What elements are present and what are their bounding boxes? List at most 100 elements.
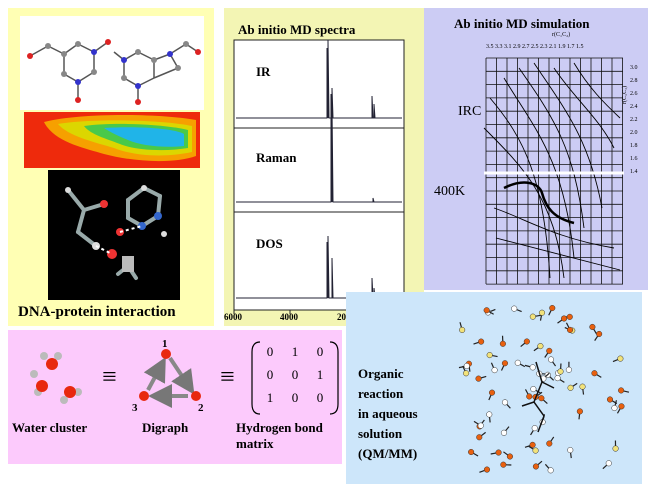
solvent-atom (500, 429, 508, 436)
solvent-atom (611, 404, 618, 412)
md-spectra-panel: Ab initio MD spectra IR Raman DOS 6000 4… (224, 8, 424, 326)
solvent-atom (483, 466, 491, 473)
solvent-atom (529, 364, 536, 371)
solvent-atom (549, 304, 556, 312)
solvent-atom (501, 399, 509, 406)
matrix-cell: 1 (266, 390, 274, 405)
spectrum-label-ir: IR (256, 64, 271, 79)
matrix-cell: 0 (316, 390, 324, 405)
solvent-atom (567, 447, 574, 454)
solvent-atom (506, 453, 513, 460)
node-label-1: 1 (162, 338, 168, 350)
solvent-atom (475, 375, 482, 382)
solvent-atom (565, 366, 572, 373)
right-tick-label: 2.4 (630, 104, 638, 110)
spectra-plot (233, 39, 405, 314)
matrix-cell: 0 (316, 344, 324, 359)
solvent-atom (488, 389, 496, 396)
right-tick-label: 3.0 (630, 65, 638, 71)
md-simulation-panel: Ab initio MD simulation r(C₁C₂) 3.5 3.3 … (424, 8, 648, 290)
solvent-atom (596, 330, 603, 338)
energy-surface-map (24, 112, 200, 168)
top-tick-labels: 3.5 3.3 3.1 2.9 2.7 2.5 2.3 2.1 1.9 1.7 … (486, 44, 584, 50)
right-tick-label: 2.8 (630, 78, 638, 84)
water-cluster-drawing (30, 352, 82, 404)
simulation-grid (483, 57, 624, 285)
matrix-label-line1: Hydrogen bond (236, 420, 323, 435)
solvent-atom (589, 323, 596, 331)
solvent-atom (554, 375, 561, 382)
right-tick-label: 2.0 (630, 130, 638, 136)
solvent-atom (529, 441, 536, 448)
matrix-cell: 1 (291, 344, 299, 359)
solvent-atom (561, 315, 568, 322)
solvent-atom (523, 338, 530, 345)
organic-line-3: in aqueous (358, 406, 418, 421)
axis-right-label: r(C₁C₃) (622, 85, 628, 104)
solvent-atom (463, 370, 470, 377)
solvent-atom (514, 359, 521, 366)
protein-stick-model (65, 185, 167, 280)
solvent-atom (566, 326, 574, 333)
solvent-atom (618, 403, 625, 410)
solvent-atom (618, 387, 625, 394)
node-label-3: 3 (132, 402, 138, 414)
spectrum-trace (236, 39, 402, 119)
solvent-atom (547, 356, 555, 363)
solvent-atom (612, 445, 619, 452)
solvent-atom (567, 384, 574, 391)
matrix-cell: 0 (291, 367, 299, 382)
solvent-atom (486, 411, 493, 418)
dna-panel-title: DNA-protein interaction (18, 304, 176, 320)
spectrum-trace (236, 93, 402, 203)
dna-molecule-image (20, 16, 204, 110)
solvent-atom (538, 395, 545, 402)
organic-line-1: Organic (358, 366, 404, 381)
solvent-atom (499, 340, 506, 347)
organic-reaction-panel: Organic reaction in aqueous solution (QM… (346, 292, 642, 484)
solvent-atom (537, 343, 544, 350)
solvent-atom (591, 370, 598, 377)
digraph-drawing (139, 349, 201, 408)
solvent-atom (529, 313, 536, 320)
matrix-row: 1 0 0 (260, 390, 330, 413)
right-tick-label: 2.2 (630, 117, 638, 123)
right-tick-label: 1.8 (630, 143, 638, 149)
solvent-atom (531, 425, 538, 432)
qm-solute-molecule (521, 361, 555, 433)
solvent-atom (566, 313, 573, 320)
solvent-atom (468, 448, 475, 456)
organic-line-4: solution (358, 426, 403, 441)
organic-line-2: reaction (358, 386, 404, 401)
x-tick-6000: 6000 (224, 312, 242, 322)
solvent-atom (483, 307, 490, 314)
axis-top-label: r(C₁C₂) (552, 32, 571, 38)
matrix-cell: 0 (266, 367, 274, 382)
solvent-atom (495, 449, 502, 456)
x-tick-4000: 4000 (280, 312, 298, 322)
solvent-atom (478, 338, 485, 345)
solvent-atom (606, 396, 614, 403)
node-label-2: 2 (198, 402, 204, 414)
solvent-atom (501, 360, 508, 367)
equiv-symbol-2: ≡ (220, 362, 235, 391)
solvent-atom (547, 467, 554, 474)
dna-protein-panel: DNA-protein interaction (8, 8, 214, 326)
matrix-cell: 0 (291, 390, 299, 405)
dna-protein-3d-render (48, 170, 180, 300)
solvent-atom (486, 352, 493, 359)
digraph-label: Digraph (142, 420, 189, 435)
irc-label: IRC (458, 104, 482, 119)
solvent-atom (605, 460, 612, 467)
qmmm-water-molecules (458, 304, 630, 474)
organic-reaction-text: Organic reaction in aqueous solution (QM… (358, 364, 418, 464)
spectrum-label-dos: DOS (256, 236, 283, 251)
organic-line-5: (QM/MM) (358, 446, 418, 461)
molecule-ball-stick-drawing (27, 39, 201, 105)
right-tick-label: 1.6 (630, 156, 638, 162)
